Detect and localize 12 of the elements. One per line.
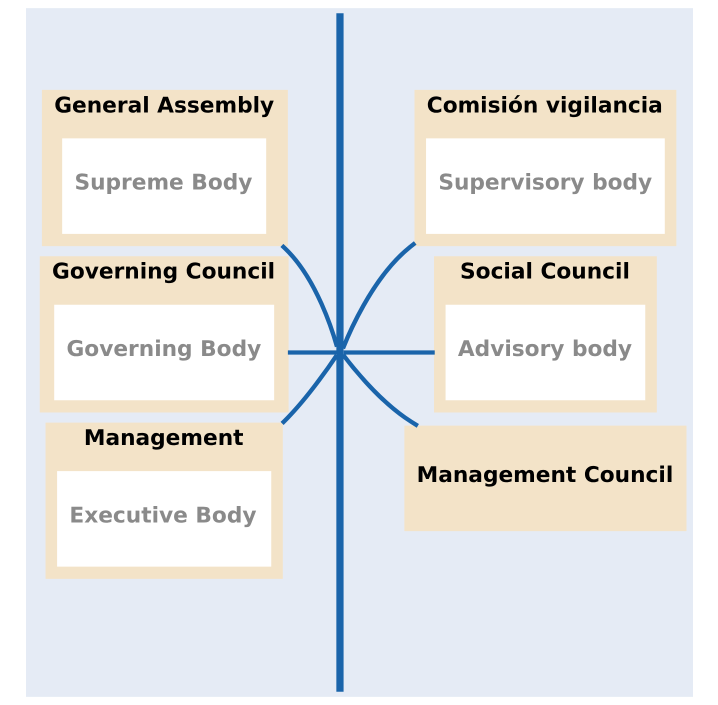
node-box: Supreme Body	[62, 138, 266, 234]
node-box: Management Council	[404, 426, 686, 532]
node-box: Governing Body	[54, 304, 274, 400]
node-box: Advisory body	[445, 304, 645, 400]
connector	[343, 350, 434, 355]
connector	[340, 354, 418, 428]
connector	[280, 354, 338, 425]
connector	[287, 350, 336, 355]
node-bar	[336, 13, 344, 692]
node-box: Executive Body	[56, 471, 271, 567]
node-box: Supervisory body	[426, 138, 664, 234]
connector	[280, 244, 339, 348]
